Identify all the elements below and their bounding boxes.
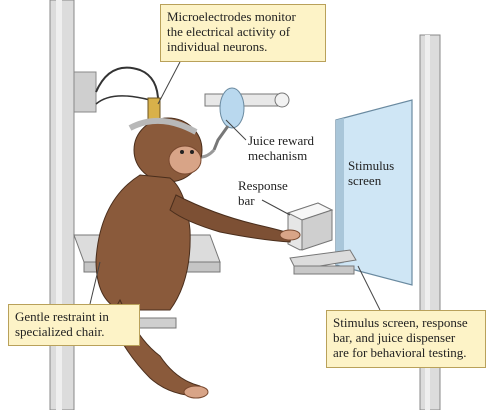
callout-line: are for behavioral testing. [333,345,479,360]
callout-behavioral-testing: Stimulus screen, response bar, and juice… [326,310,486,368]
callout-microelectrodes: Microelectrodes monitor the electrical a… [160,4,326,62]
label-line: bar [238,193,288,208]
label-line: Stimulus [348,158,394,173]
callout-restraint: Gentle restraint in specialized chair. [8,304,140,346]
label-response-bar: Response bar [238,178,288,208]
callout-line: Microelectrodes monitor [167,9,319,24]
callout-line: Stimulus screen, response [333,315,479,330]
microelectrode-wiring [96,68,160,120]
label-line: screen [348,173,394,188]
left-frame-post [50,0,96,410]
callout-line: individual neurons. [167,39,319,54]
callout-line: Gentle restraint in [15,309,133,324]
label-line: Response [238,178,288,193]
callout-line: the electrical activity of [167,24,319,39]
label-line: mechanism [248,148,314,163]
label-stimulus-screen: Stimulus screen [348,158,394,188]
callout-line: specialized chair. [15,324,133,339]
callout-line: bar, and juice dispenser [333,330,479,345]
label-line: Juice reward [248,133,314,148]
label-juice-reward: Juice reward mechanism [248,133,314,163]
